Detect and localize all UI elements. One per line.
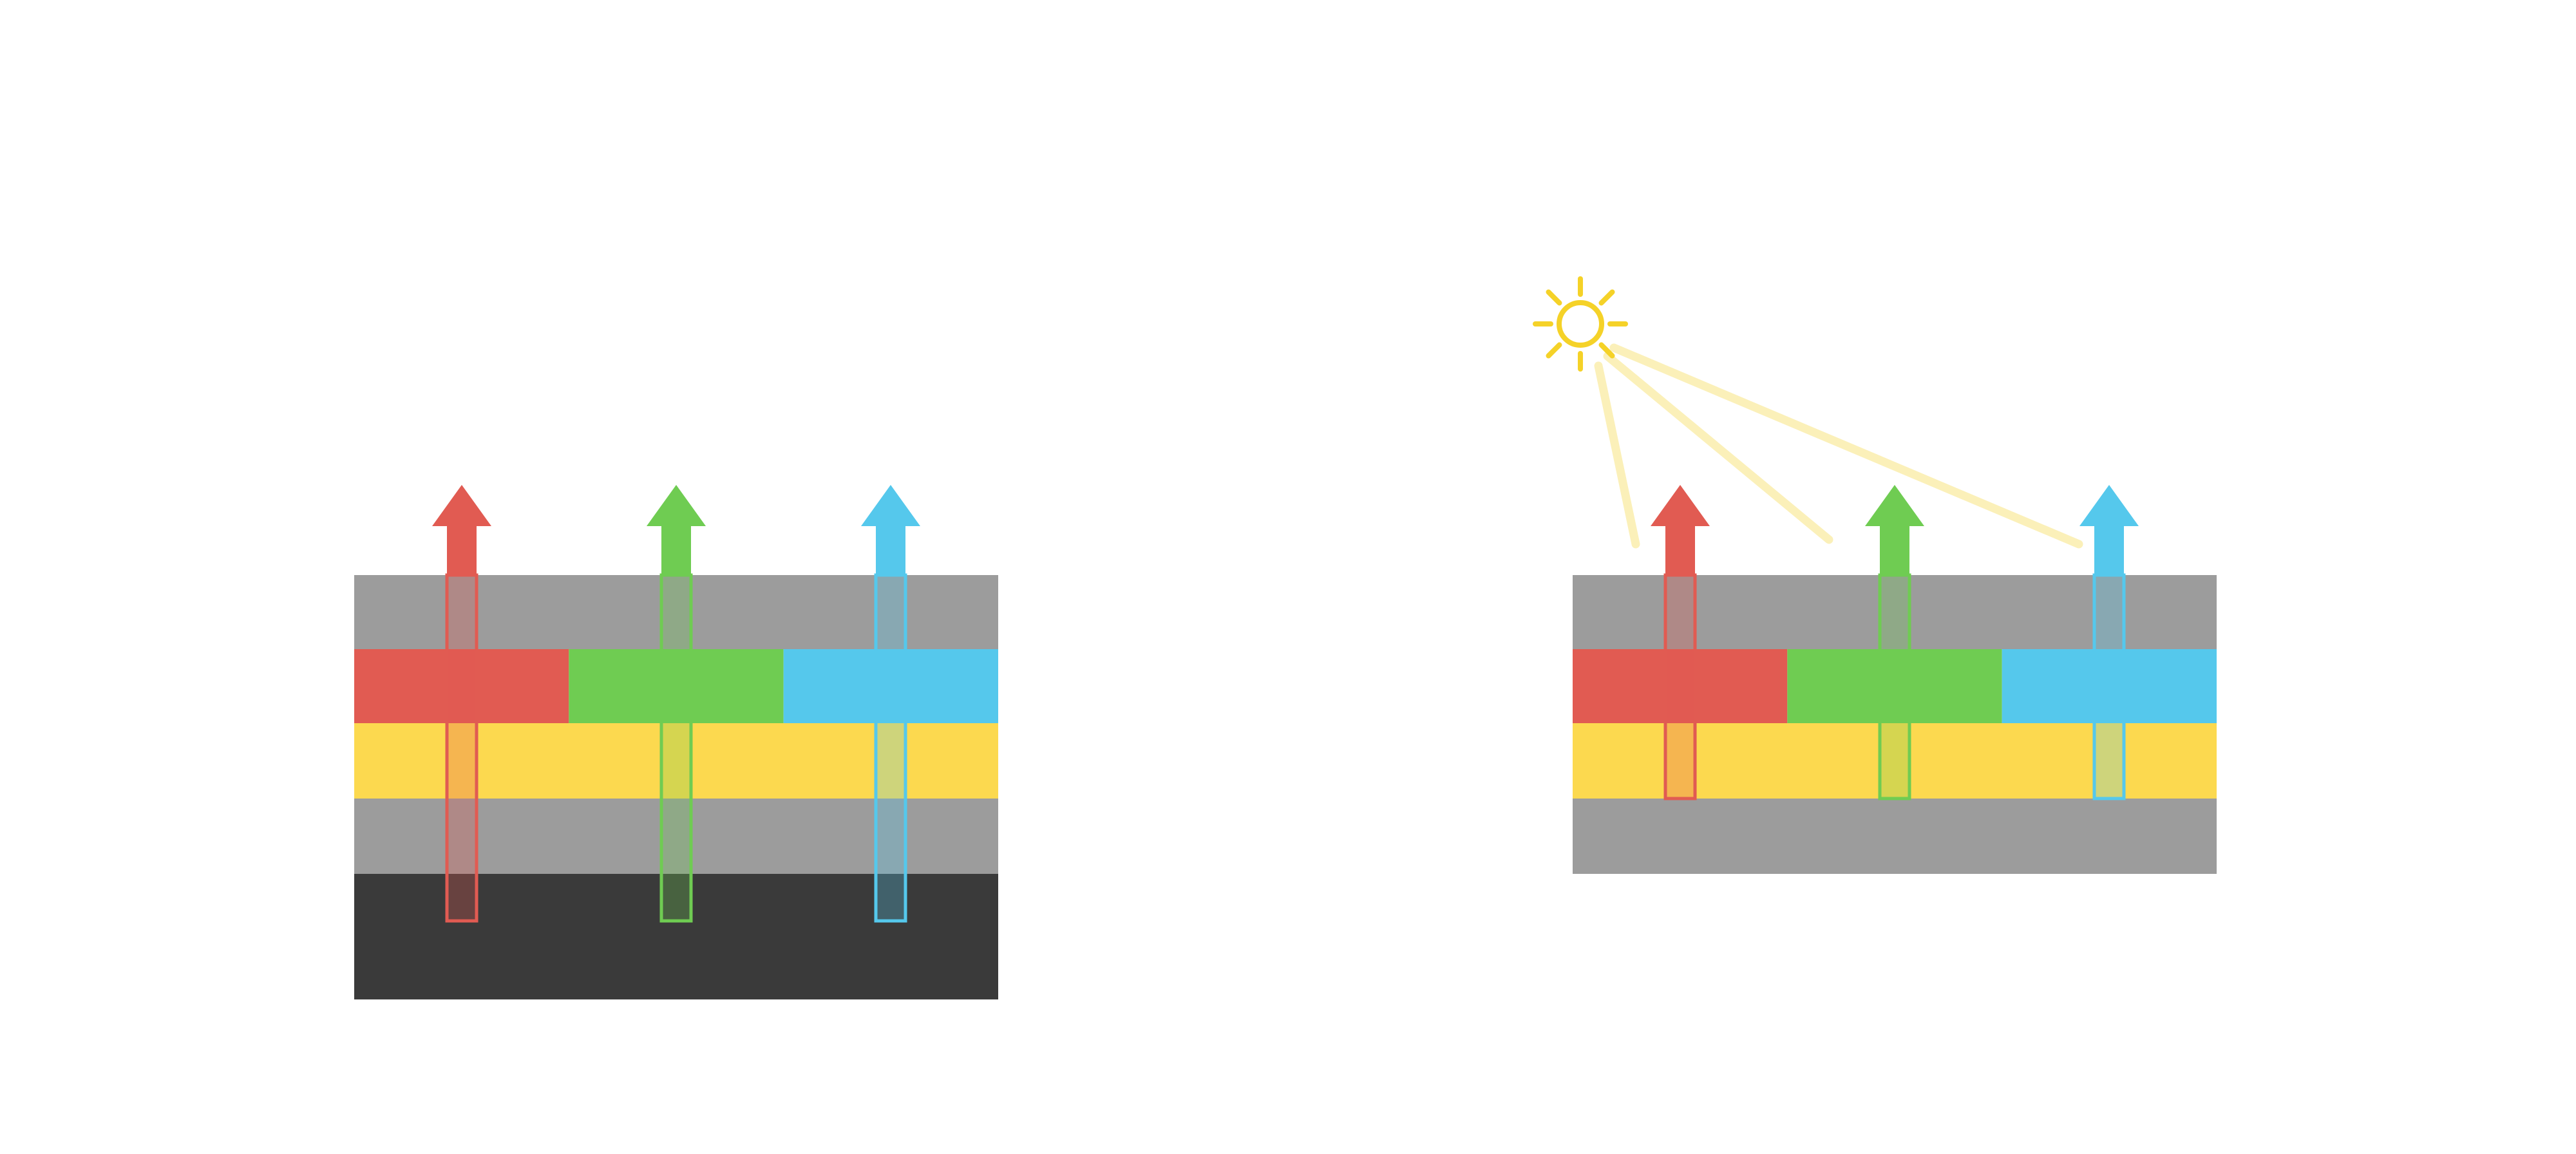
green-emitted-light-arrow: [1865, 485, 1924, 575]
backlit-stack-top-gray-layer: [354, 575, 998, 649]
reflective-stack-rgb-subpixel-layer-green-segment: [1787, 649, 2002, 723]
reflective-stack-sunbeam-3: [1609, 343, 2083, 549]
cyan-light-path: [874, 573, 907, 923]
sun-icon: [1557, 300, 1604, 348]
red-emitted-light-arrow: [432, 485, 491, 575]
backlit-stack-yellow-layer: [354, 723, 998, 799]
sun-icon-ray: [1598, 342, 1615, 359]
red-light-path: [445, 573, 478, 923]
red-light-path: [1663, 573, 1697, 800]
reflective-stack-lower-gray-layer: [1573, 799, 2217, 874]
reflective-stack-sunbeam-1: [1594, 361, 1640, 549]
reflective-stack-top-gray-layer: [1573, 575, 2217, 649]
cyan-emitted-light-arrow: [861, 485, 920, 575]
green-light-path: [659, 573, 693, 923]
backlit-stack-backlight-layer: [354, 874, 998, 999]
backlit-stack-lower-gray-layer: [354, 799, 998, 874]
cyan-emitted-light-arrow: [2079, 485, 2139, 575]
backlit-stack-rgb-subpixel-layer-green-segment: [569, 649, 784, 723]
green-emitted-light-arrow: [647, 485, 706, 575]
red-emitted-light-arrow: [1651, 485, 1710, 575]
sun-icon-ray: [1546, 289, 1562, 306]
sun-icon-ray: [1598, 289, 1615, 306]
green-light-path: [1878, 573, 1911, 800]
reflective-stack-rgb-subpixel-layer-red-segment: [1573, 649, 1788, 723]
cyan-light-path: [2092, 573, 2126, 800]
reflective-stack-yellow-layer: [1573, 723, 2217, 799]
reflective-stack-sunbeam-2: [1603, 352, 1833, 544]
sun-icon-ray: [1546, 342, 1562, 359]
backlit-stack-rgb-subpixel-layer-cyan-segment: [783, 649, 998, 723]
reflective-stack-rgb-subpixel-layer-cyan-segment: [2002, 649, 2217, 723]
backlit-stack-rgb-subpixel-layer-red-segment: [354, 649, 569, 723]
